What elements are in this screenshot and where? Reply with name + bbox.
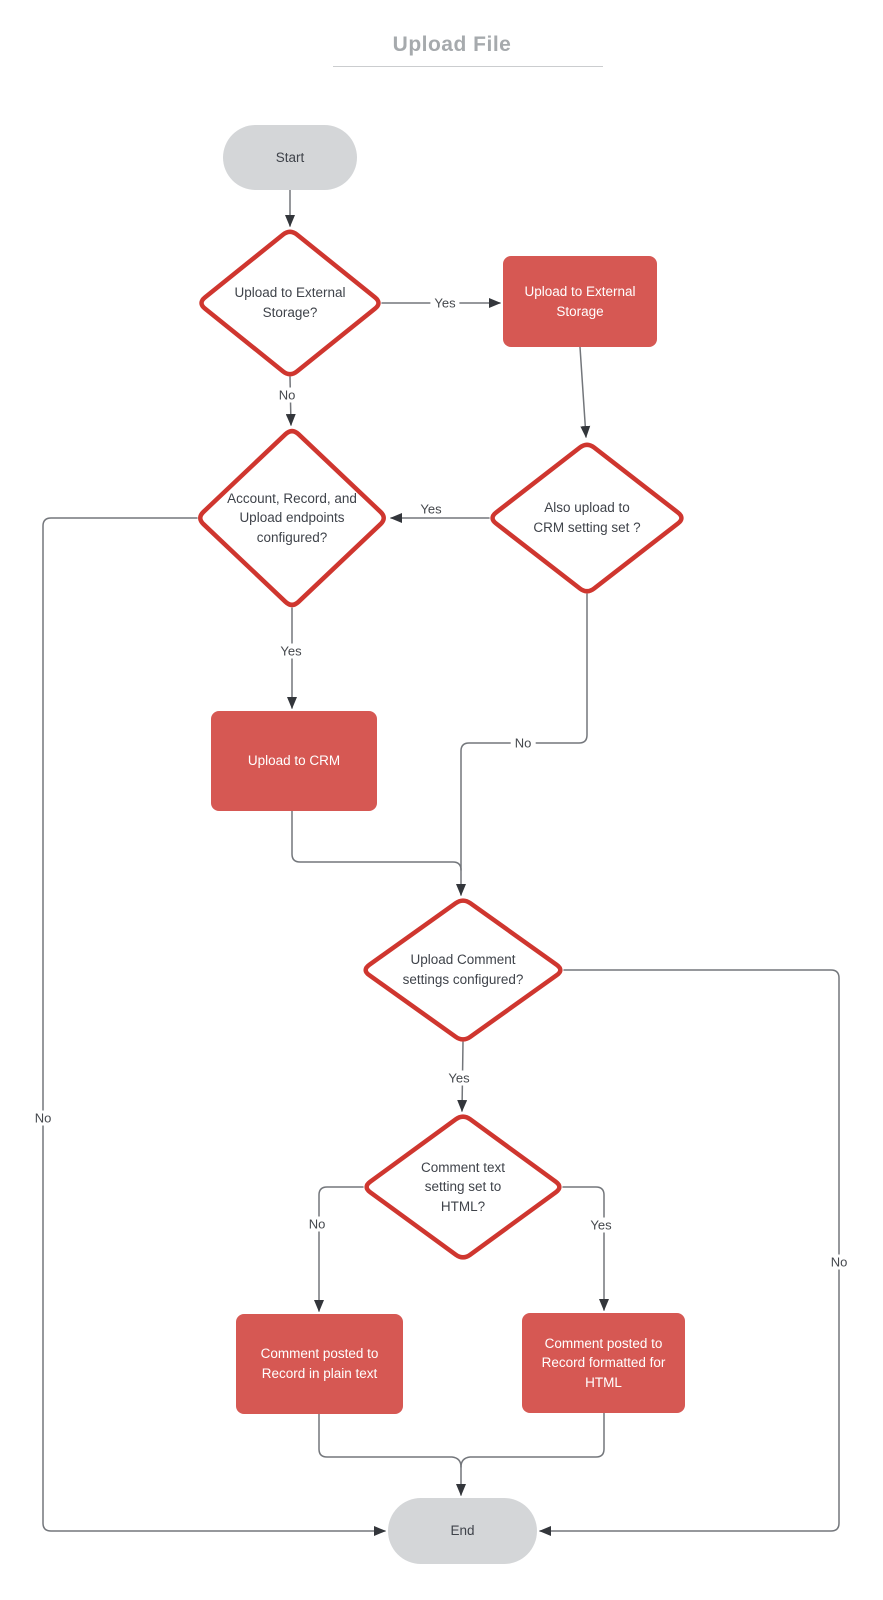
connector-plain-to-end [318, 1413, 466, 1496]
title-underline [333, 66, 603, 67]
decision-endpoints-configured-label: Account, Record, and Upload endpoints co… [227, 490, 357, 545]
decision-also-upload-crm-shape [490, 442, 684, 594]
decision-comment-html-shape [364, 1114, 562, 1260]
connector-html-yes [562, 1186, 609, 1311]
edge-label-no: No [30, 1110, 56, 1126]
edge-label-yes: Yes [430, 295, 460, 311]
process-comment-html: Comment posted to Record formatted for H… [522, 1313, 685, 1413]
process-comment-plain-text: Comment posted to Record in plain text [236, 1314, 403, 1414]
edge-label-yes: Yes [416, 501, 446, 517]
edge-label-no: No [274, 387, 300, 403]
decision-endpoints-configured-shape [198, 428, 386, 608]
connector-htmlbox-to-end [460, 1412, 605, 1468]
decision-comment-settings-shape [363, 898, 563, 1042]
diagram-title: Upload File [392, 33, 512, 56]
connector-upload-crm-to-comment-settings [291, 810, 462, 871]
edge-label-yes: Yes [276, 643, 306, 659]
decision-upload-external-storage-label: Upload to External Storage? [234, 285, 346, 320]
edge-label-no: No [826, 1254, 852, 1270]
edge-label-yes: Yes [444, 1070, 474, 1086]
decision-also-upload-crm-label: Also upload to CRM setting set ? [533, 500, 641, 535]
node-start: Start [223, 125, 357, 190]
connector-comment-settings-no-to-end [539, 969, 840, 1536]
process-upload-crm: Upload to CRM [211, 711, 377, 811]
edge-label-yes: Yes [586, 1217, 616, 1233]
edge-label-no: No [304, 1216, 330, 1232]
connector-external-to-crm-setting [579, 346, 591, 438]
connector-endpoints-no-to-end [42, 517, 386, 1536]
process-upload-external-storage: Upload to External Storage [503, 256, 657, 347]
decision-comment-settings-label: Upload Comment settings configured? [402, 952, 524, 987]
node-end: End [388, 1498, 537, 1564]
decision-comment-html-label: Comment text setting set to HTML? [420, 1159, 506, 1214]
decision-upload-external-storage-shape [199, 229, 381, 377]
connector-html-no [314, 1186, 364, 1312]
edge-label-no: No [510, 735, 536, 751]
